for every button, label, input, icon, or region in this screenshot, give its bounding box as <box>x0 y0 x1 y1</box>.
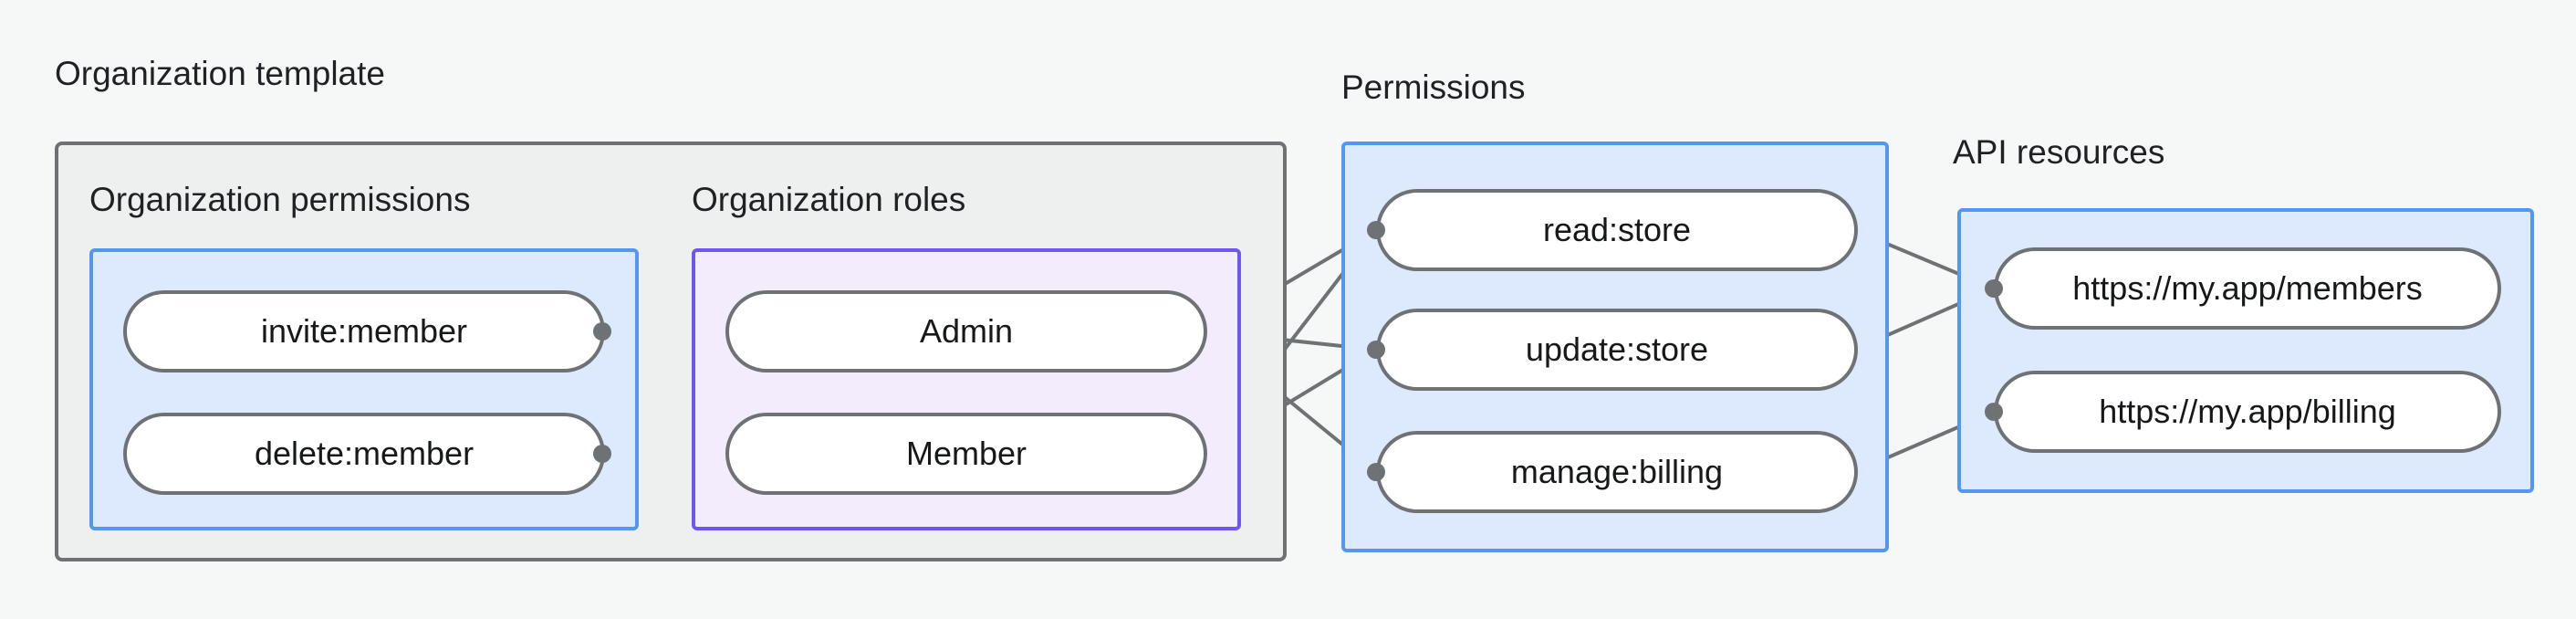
node-read-store[interactable]: read:store <box>1376 189 1858 271</box>
port-billing-resource-left <box>1985 403 2003 421</box>
permissions-title: Permissions <box>1341 68 1526 106</box>
api-resources-title: API resources <box>1953 133 2165 171</box>
node-member[interactable]: Member <box>725 413 1207 495</box>
port-manage-billing-left <box>1367 463 1385 481</box>
organization-roles-label: Organization roles <box>692 181 966 218</box>
port-read-store-left <box>1367 221 1385 239</box>
port-members-resource-left <box>1985 279 2003 298</box>
port-invite-member-right <box>593 322 611 341</box>
node-delete-member[interactable]: delete:member <box>123 413 605 495</box>
node-invite-member[interactable]: invite:member <box>123 290 605 372</box>
node-members-resource[interactable]: https://my.app/members <box>1994 247 2501 330</box>
organization-permissions-label: Organization permissions <box>89 181 471 218</box>
node-billing-resource[interactable]: https://my.app/billing <box>1994 371 2501 453</box>
port-delete-member-right <box>593 445 611 463</box>
organization-template-title: Organization template <box>55 55 385 92</box>
node-manage-billing[interactable]: manage:billing <box>1376 431 1858 513</box>
node-update-store[interactable]: update:store <box>1376 309 1858 391</box>
port-update-store-left <box>1367 341 1385 359</box>
node-admin[interactable]: Admin <box>725 290 1207 372</box>
